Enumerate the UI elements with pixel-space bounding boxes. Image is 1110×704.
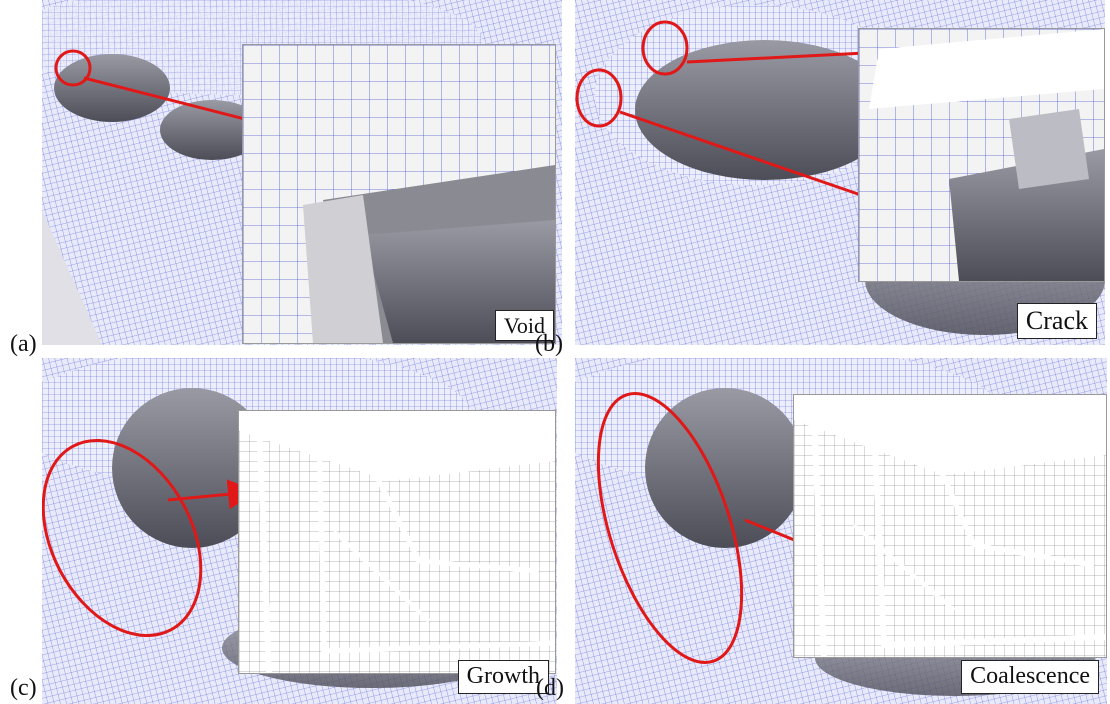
crack-cavity — [635, 40, 895, 180]
panel-c: Growth — [42, 358, 557, 704]
stage-label: Void — [494, 309, 554, 341]
void-cavity-1 — [54, 54, 170, 122]
panel-b: Crack — [575, 0, 1105, 345]
annotation-arrow — [619, 110, 893, 211]
panel-letter: (c) — [10, 675, 37, 701]
zoom-inset — [242, 44, 556, 344]
zoom-inset — [793, 394, 1107, 658]
stage-label: Coalescence — [961, 660, 1099, 694]
panel-d: Coalescence — [575, 358, 1107, 704]
panel-letter: (b) — [535, 331, 563, 357]
void-cavity-2 — [160, 100, 264, 160]
panel-letter: (d) — [536, 675, 564, 701]
panel-letter: (a) — [10, 331, 37, 357]
annotation-circle — [42, 438, 203, 638]
annotation-circle — [54, 49, 92, 87]
zoom-inset — [858, 28, 1105, 282]
annotation-circle — [596, 392, 744, 664]
cavity — [645, 388, 805, 548]
zoom-inset — [238, 410, 556, 674]
annotation-circle — [641, 20, 689, 76]
panel-a: Void — [42, 0, 562, 345]
stage-label: Growth — [457, 660, 549, 694]
annotation-circle — [575, 68, 623, 128]
stage-label: Crack — [1016, 303, 1097, 339]
